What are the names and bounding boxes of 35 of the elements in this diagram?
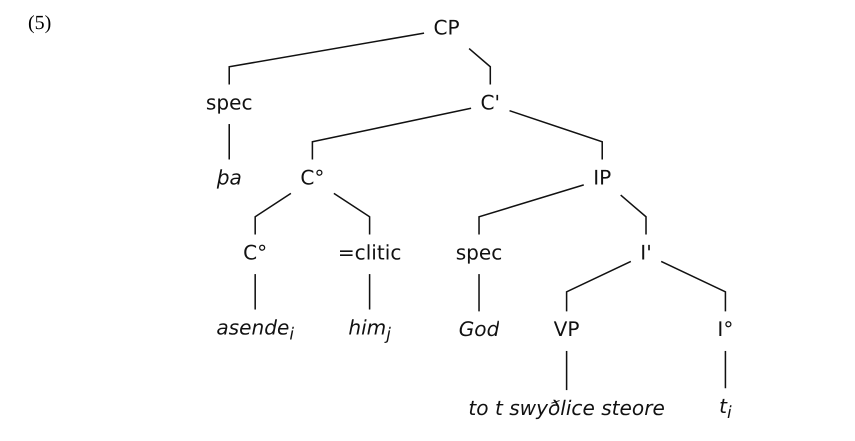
node-text: VP <box>554 318 580 342</box>
node-text: þa <box>217 166 242 190</box>
node-text: to t swyðlice steore <box>468 397 666 421</box>
connector <box>725 350 727 388</box>
node-text: I° <box>718 318 734 342</box>
syntax-tree-drawing: CP spec þa C' C° C° asende$_{i}$ =clitic him$_{j}$ IP spec God I' VP to t swyðlice steore I° t$_{i}$ <box>187 0 753 441</box>
node-text: spec <box>456 242 503 266</box>
node-text: t$_{i}$ <box>719 395 732 423</box>
connector <box>510 110 604 160</box>
connector <box>334 192 371 234</box>
node-text: him$_{j}$ <box>348 316 392 344</box>
node-text: C' <box>480 92 500 116</box>
connector <box>369 274 371 310</box>
connector <box>254 192 292 234</box>
connector <box>312 108 472 160</box>
connector <box>478 274 480 312</box>
node-text: CP <box>434 16 460 40</box>
connector <box>228 124 230 160</box>
node-text: God <box>459 318 500 342</box>
node-text: asende$_{i}$ <box>216 316 294 344</box>
connector <box>620 194 648 234</box>
node-text: C° <box>243 242 268 266</box>
connector <box>468 48 492 84</box>
node-text: C° <box>300 166 325 190</box>
connector <box>566 350 568 390</box>
connector <box>254 274 256 310</box>
node-text: spec <box>206 92 253 116</box>
example-number: (5) <box>28 12 52 35</box>
node-text: =clitic <box>338 242 402 266</box>
node-text: I' <box>640 242 652 266</box>
connector <box>478 184 584 234</box>
connector <box>566 260 632 312</box>
connector <box>661 260 727 312</box>
connector <box>228 32 425 84</box>
node-text: IP <box>594 166 612 190</box>
